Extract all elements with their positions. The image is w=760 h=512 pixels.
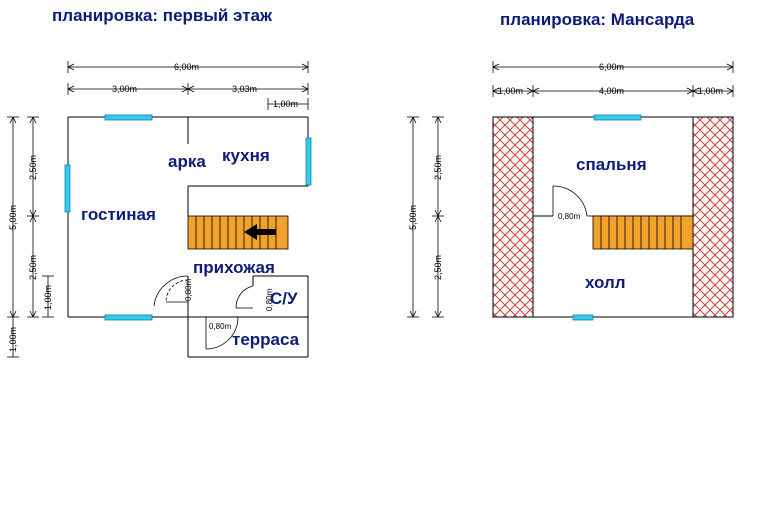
dim-total-height: 5,00m <box>8 205 18 230</box>
window-top-living <box>104 114 153 121</box>
window-right-kitchen <box>305 137 312 186</box>
room-living: гостиная <box>81 205 156 224</box>
room-kitchen: кухня <box>222 146 270 165</box>
first-floor-dimensions <box>7 61 309 358</box>
dim-small-height: 1,00m <box>43 285 53 310</box>
dim-total-width: 6,00m <box>174 62 199 72</box>
attic-window-bottom <box>572 314 594 321</box>
dim-attic-door: 0,80m <box>558 212 581 221</box>
attic-dim-mid-width: 4,00m <box>599 86 624 96</box>
attic-dim-top-height: 2,50m <box>433 155 443 180</box>
door-wc <box>235 285 254 309</box>
room-bedroom: спальня <box>576 155 647 174</box>
dim-right-width: 3,03m <box>232 84 257 94</box>
attic-dim-bottom-height: 2,50m <box>433 255 443 280</box>
dim-door-hall: 0,80m <box>184 278 193 301</box>
attic-title: планировка: Мансарда <box>500 10 695 29</box>
window-left-living <box>64 164 71 213</box>
door-terrace <box>205 316 239 350</box>
attic-dim-right-width: 1,00m <box>698 86 723 96</box>
attic-left-eaves <box>492 116 534 318</box>
dim-top-height: 2,50m <box>28 155 38 180</box>
attic-door <box>552 185 593 217</box>
first-floor-title: планировка: первый этаж <box>52 6 273 25</box>
dim-door-terrace: 0,80m <box>209 322 232 331</box>
room-hall: прихожая <box>193 258 275 277</box>
room-terrace: терраса <box>232 330 300 349</box>
dim-door-wc: 0,80m <box>265 288 274 311</box>
attic-dimensions <box>407 61 734 318</box>
attic-dim-total-width: 6,00m <box>599 62 624 72</box>
dim-terrace-height: 1,00m <box>8 327 18 352</box>
arrow-left-icon <box>244 224 276 240</box>
attic-window-top <box>593 114 642 121</box>
dim-bottom-height: 2,50m <box>28 255 38 280</box>
attic-dim-total-height: 5,00m <box>408 205 418 230</box>
dim-right-small: 1,00m <box>273 99 298 109</box>
room-wc: С/У <box>270 289 298 308</box>
door-hall <box>153 275 189 307</box>
dim-left-width: 3,00m <box>112 84 137 94</box>
room-arch: арка <box>168 152 206 171</box>
attic-right-eaves <box>692 116 734 318</box>
room-attic-hall: холл <box>585 273 626 292</box>
first-floor-plan <box>67 116 309 358</box>
attic-dim-left-width: 1,00m <box>498 86 523 96</box>
stairs-attic <box>592 215 694 250</box>
window-bottom-living <box>104 314 153 321</box>
